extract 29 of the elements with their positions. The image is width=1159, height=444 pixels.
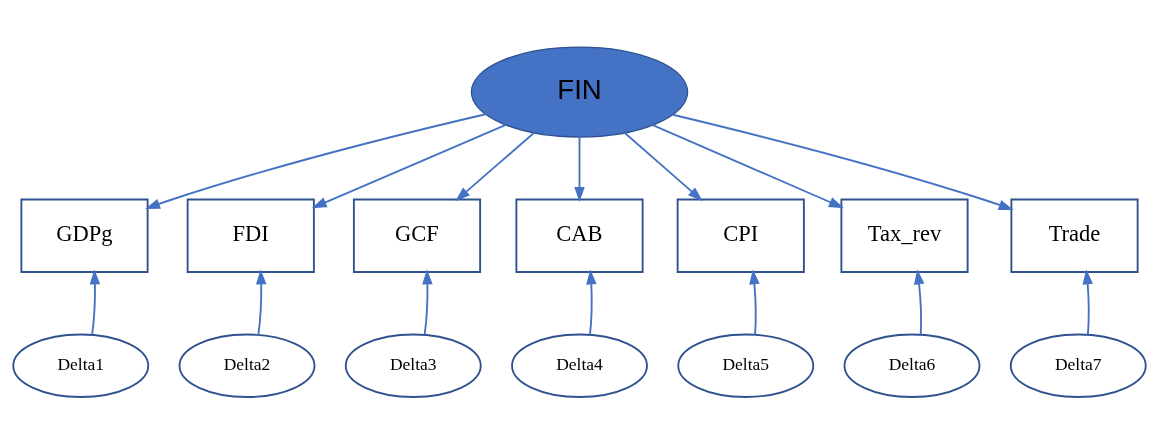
arrow [145,113,487,210]
node-ellipse: Delta7 [1009,333,1147,398]
arrow [623,132,703,202]
arrow [574,136,585,202]
arrow [422,269,433,336]
arrow [1082,269,1093,336]
arrow [749,269,760,336]
node-ellipse: Delta1 [12,333,150,398]
node-box: GDPg [20,198,149,273]
node-ellipse: Delta6 [843,333,981,398]
node-box: Tax_rev [840,198,969,273]
arrow [311,124,507,209]
arrow [651,124,844,209]
node-ellipse: Delta4 [511,333,648,398]
arrow [913,269,925,336]
node-box: CPI [676,198,805,273]
node-ellipse: Delta3 [344,333,482,398]
arrow [586,269,597,336]
node-box: Trade [1010,198,1139,273]
node-box: FDI [186,198,315,273]
node-box: CAB [515,198,644,273]
arrow [672,113,1014,211]
arrow [255,269,267,336]
node-ellipse: FIN [470,46,689,138]
node-ellipse: Delta5 [677,333,815,398]
arrow [89,269,101,336]
node-ellipse: Delta2 [178,333,316,398]
arrow [455,132,535,202]
node-box: GCF [352,198,482,273]
